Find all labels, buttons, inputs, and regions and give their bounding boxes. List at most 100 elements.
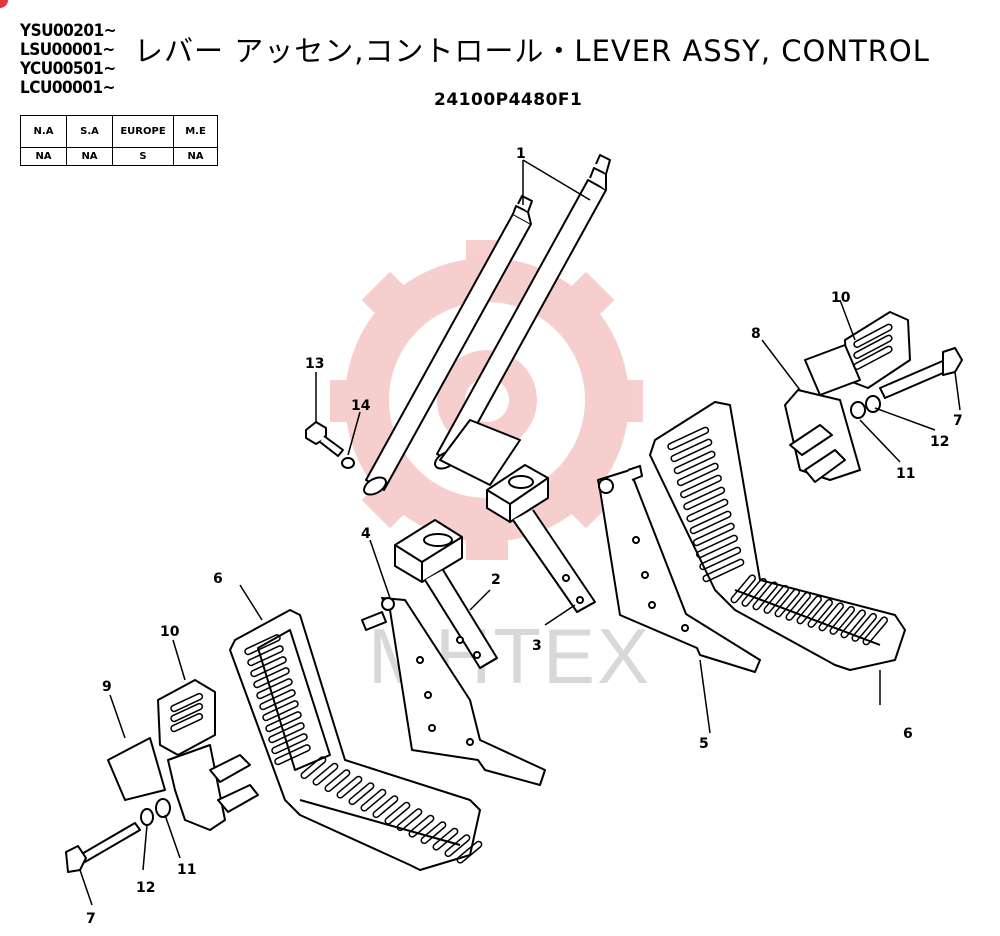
tread-slot — [818, 602, 844, 632]
callout-3: 3 — [532, 638, 542, 654]
assembly-part-number: 24100P4480F1 — [434, 90, 583, 110]
tread-slot — [699, 546, 742, 571]
callout-7: 7 — [86, 911, 96, 927]
serial-range: YCU00501~ — [20, 59, 116, 79]
washer-12-left — [140, 808, 154, 826]
lever-arm-3 — [439, 419, 596, 613]
pad-9-right — [804, 344, 861, 396]
callout-6: 6 — [903, 726, 913, 742]
washer-11-left — [155, 798, 171, 818]
washer-14 — [341, 457, 355, 469]
tread-slot — [741, 577, 767, 607]
callout-1: 1 — [516, 146, 526, 162]
callout-5: 5 — [699, 736, 709, 752]
tread-slot — [360, 788, 387, 812]
callout-12: 12 — [136, 880, 155, 896]
market-table: N.A S.A EUROPE M.E NA NA S NA — [20, 115, 218, 166]
serial-range: LSU00001~ — [20, 40, 115, 60]
tread-slot — [807, 598, 833, 628]
washer-11-right — [850, 401, 866, 419]
tread-slot — [853, 345, 893, 370]
callout-8: 8 — [751, 326, 761, 342]
bolt-7-right — [879, 347, 963, 399]
tread-slot — [686, 498, 729, 523]
callout-11: 11 — [177, 862, 196, 878]
callout-9: 9 — [102, 679, 112, 695]
tread-slot — [785, 591, 811, 621]
market-header: M.E — [173, 115, 218, 148]
tread-slot — [851, 612, 877, 642]
callout-12: 12 — [930, 434, 949, 450]
tread-slot — [372, 795, 399, 819]
lever-arm-2 — [394, 519, 498, 669]
tread-slot — [396, 808, 423, 832]
tread-slot — [244, 634, 281, 656]
tread-slot — [774, 588, 800, 618]
corner-badge — [0, 0, 8, 8]
tread-slot — [384, 801, 411, 825]
tread-slot — [247, 645, 284, 667]
callout-4: 4 — [361, 526, 371, 542]
pad-9-left — [107, 737, 166, 801]
tread-slot — [456, 840, 483, 864]
tread-slot — [752, 581, 778, 611]
tread-slot — [840, 609, 866, 639]
tread-slot — [676, 462, 719, 487]
tread-slot — [680, 474, 722, 499]
market-header: S.A — [66, 115, 113, 148]
bolt-7-left — [65, 822, 141, 873]
callout-10: 10 — [160, 624, 180, 640]
tread-slot — [271, 733, 308, 755]
serial-range: LCU00001~ — [20, 78, 115, 98]
tread-slot — [259, 689, 296, 711]
tread-slot — [696, 534, 738, 559]
tread-slot — [312, 762, 339, 786]
serial-range: YSU00201~ — [20, 21, 117, 41]
bracket-5 — [597, 465, 761, 673]
tread-slot — [763, 584, 789, 614]
callout-2: 2 — [491, 572, 501, 588]
bolt-13 — [305, 421, 344, 457]
callout-14: 14 — [351, 398, 371, 414]
tread-slot — [265, 711, 302, 733]
tread-slot — [420, 821, 447, 845]
tread-slot — [670, 438, 713, 463]
tread-slot — [268, 722, 305, 744]
serial-range-block: YSU00201~ LSU00001~ YCU00501~ LCU00001~ — [20, 21, 117, 98]
tread-slot — [683, 486, 726, 511]
market-value: NA — [173, 147, 218, 166]
tread-slot — [432, 827, 459, 851]
tread-slot — [170, 712, 204, 733]
tread-slot — [702, 558, 745, 583]
tread-slot — [250, 656, 287, 678]
bracket-9-left — [167, 744, 259, 831]
callout-labels: 1 13 14 4 2 3 10 8 7 12 11 6 5 6 10 9 12… — [86, 146, 963, 927]
callout-6: 6 — [213, 571, 223, 587]
tread-slot — [170, 702, 204, 723]
tread-slot — [274, 744, 311, 766]
tread-slot — [673, 450, 716, 475]
tread-slot — [336, 775, 363, 799]
tread-slot — [692, 522, 735, 547]
tread-slot — [853, 323, 893, 348]
tread-slot — [300, 756, 327, 780]
leader-lines — [79, 159, 961, 906]
callout-7: 7 — [953, 413, 963, 429]
callout-13: 13 — [305, 356, 324, 372]
market-value: NA — [66, 147, 113, 166]
tread-slot — [170, 692, 204, 713]
callout-10: 10 — [831, 290, 851, 306]
tread-slot — [324, 769, 351, 793]
tread-slot — [444, 834, 471, 858]
tread-slot — [667, 426, 710, 451]
tread-slot — [862, 616, 888, 646]
pad-10-left — [157, 679, 216, 756]
tread-slot — [348, 782, 375, 806]
tread-slot — [853, 334, 893, 359]
tread-slot — [262, 700, 299, 722]
callout-11: 11 — [896, 466, 915, 482]
tread-slot — [796, 595, 822, 625]
tread-slot — [408, 814, 435, 838]
